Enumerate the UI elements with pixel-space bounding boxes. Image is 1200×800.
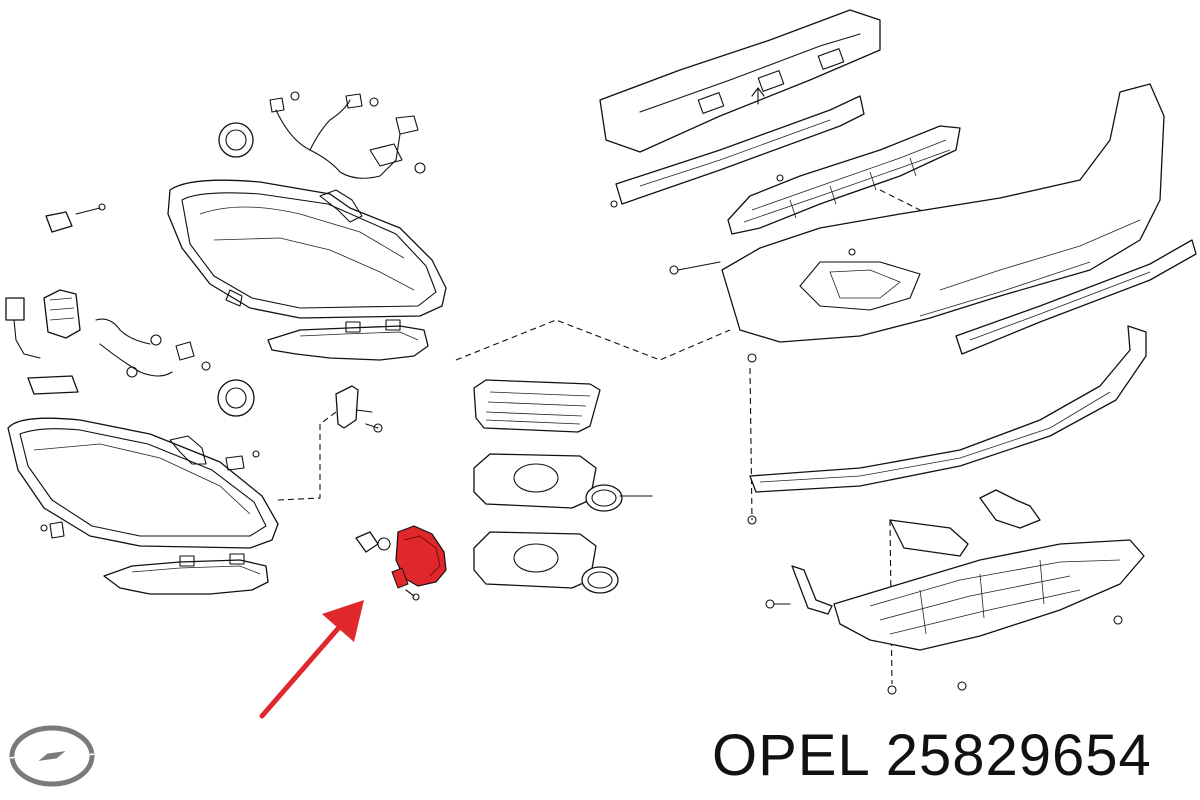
right-fog-bezel — [473, 531, 619, 594]
fog-lamp-bulb — [355, 531, 391, 553]
left-small-parts — [5, 203, 255, 417]
lower-headlamp — [7, 417, 279, 549]
upper-headlamp — [167, 179, 447, 319]
upper-wiring-harness — [218, 91, 426, 179]
upper-headlamp-lower-bracket — [267, 319, 429, 361]
front-bumper-cover — [721, 83, 1165, 343]
left-fog-bezel — [473, 453, 653, 512]
bumper-lip-strip — [955, 239, 1197, 355]
upper-front-grille — [727, 125, 961, 235]
opel-blitz-logo-icon — [9, 725, 95, 787]
absorber-beam — [615, 95, 865, 205]
part-number: 25829654 — [885, 723, 1152, 788]
fasteners — [610, 174, 1123, 695]
part-caption: OPEL 25829654 — [712, 727, 1152, 785]
lower-headlamp-bracket — [40, 521, 269, 595]
red-pointer-arrow-icon — [259, 600, 364, 719]
bumper-reinforcement — [599, 9, 881, 153]
brand-name: OPEL — [712, 723, 869, 788]
upper-grille-insert — [473, 379, 601, 433]
underbody-shield — [791, 489, 1145, 651]
lower-spoiler — [749, 325, 1147, 493]
highlighted-fog-lamp — [391, 525, 447, 601]
fog-lamp-bracket — [335, 385, 383, 433]
